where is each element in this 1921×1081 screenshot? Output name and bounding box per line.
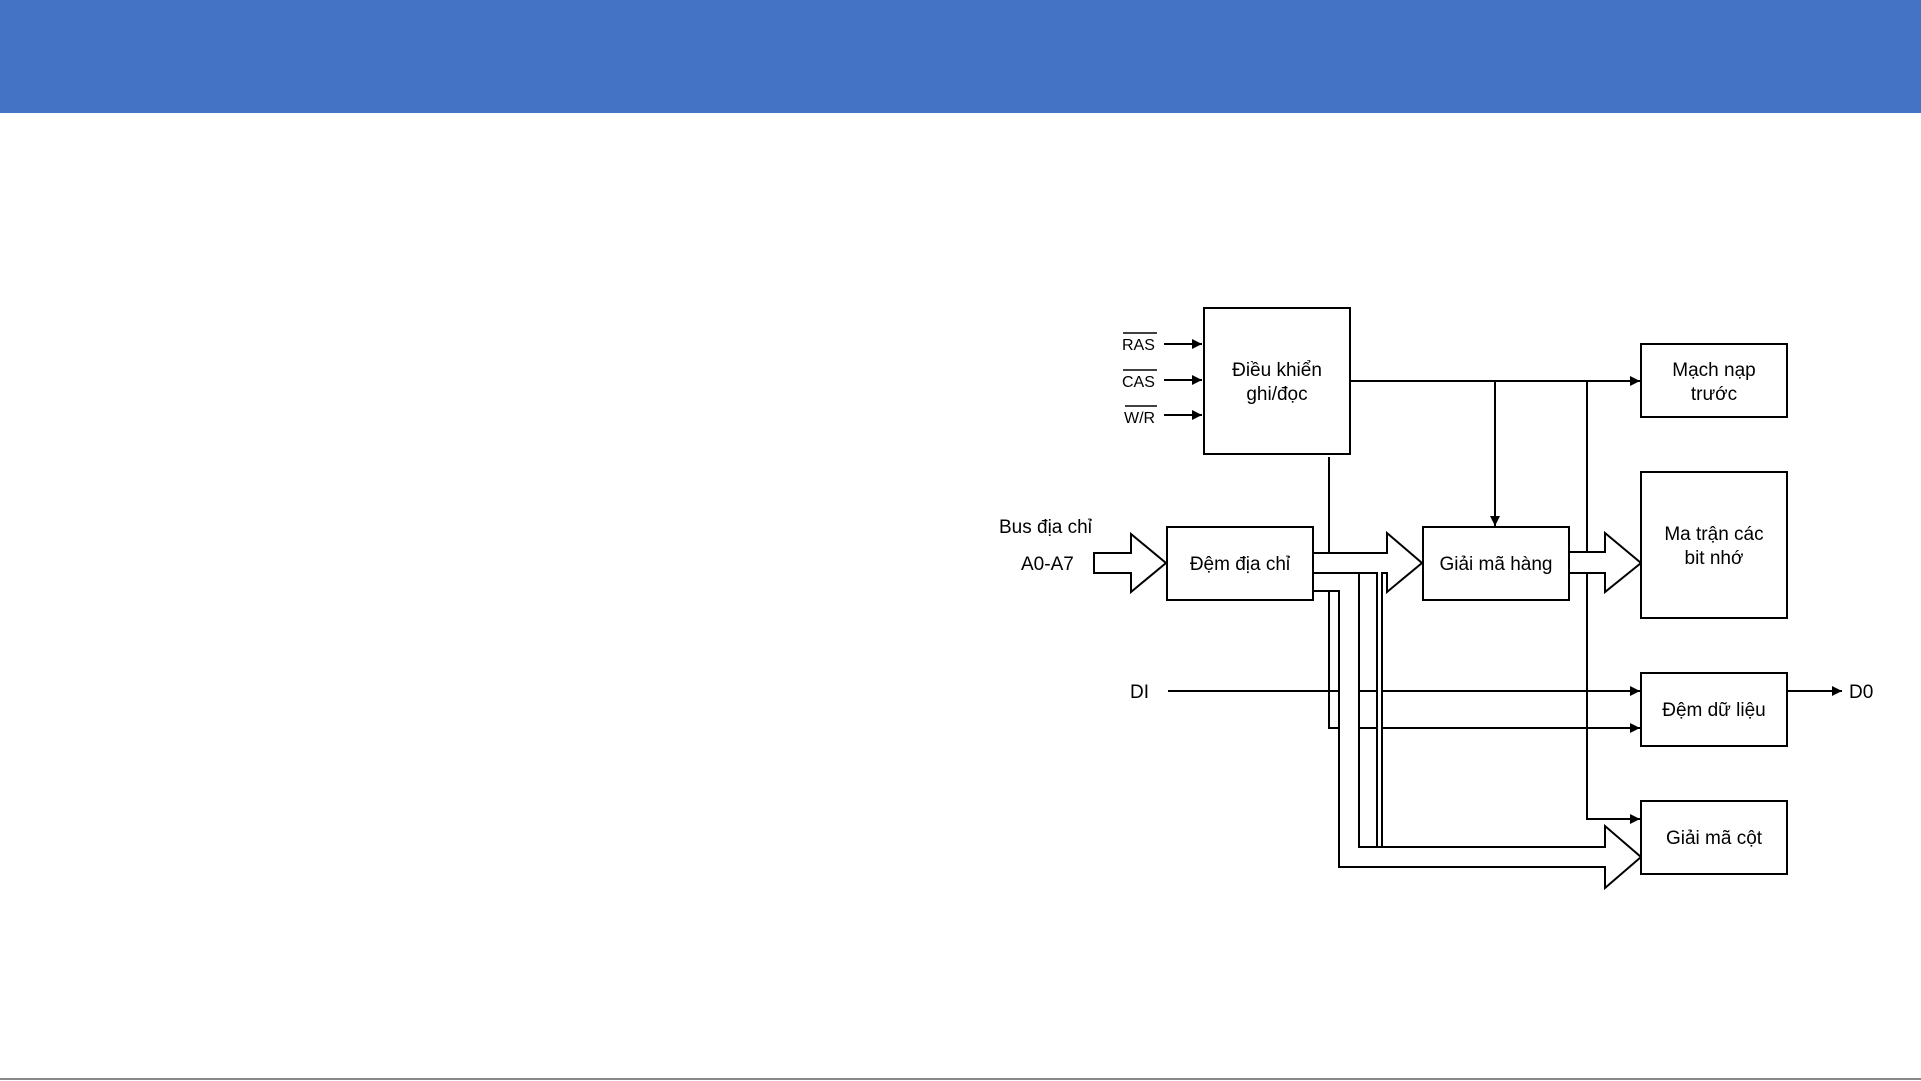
precharge-block-label-2: trước bbox=[1691, 384, 1737, 405]
column-decoder-label: Giải mã cột bbox=[1666, 828, 1763, 849]
address-bus-arrow bbox=[1094, 534, 1166, 592]
control-block-label-1: Điều khiển bbox=[1232, 360, 1322, 381]
wr-label: W/R bbox=[1124, 410, 1155, 427]
address-range-label: A0-A7 bbox=[1021, 554, 1074, 575]
ras-signal: RAS bbox=[1122, 333, 1202, 354]
cas-label: CAS bbox=[1122, 374, 1155, 391]
address-buffer-label: Đệm địa chỉ bbox=[1190, 554, 1291, 575]
data-in-label: DI bbox=[1130, 682, 1149, 703]
data-out-label: D0 bbox=[1849, 682, 1873, 703]
address-bus-label: Bus địa chỉ bbox=[999, 517, 1093, 538]
bit-matrix-block: Ma trận các bit nhớ bbox=[1641, 472, 1787, 618]
control-to-column-decoder-line bbox=[1587, 381, 1640, 819]
precharge-block-label-1: Mạch nạp bbox=[1672, 360, 1755, 381]
bit-matrix-label-1: Ma trận các bbox=[1664, 524, 1763, 545]
row-decoder-block: Giải mã hàng bbox=[1423, 527, 1569, 600]
cas-signal: CAS bbox=[1122, 370, 1202, 391]
precharge-block: Mạch nạp trước bbox=[1641, 344, 1787, 417]
bit-matrix-label-2: bit nhớ bbox=[1685, 548, 1744, 569]
ras-label: RAS bbox=[1122, 337, 1155, 354]
column-address-bus-arrow bbox=[1313, 571, 1641, 888]
wr-signal: W/R bbox=[1124, 406, 1202, 427]
address-buffer-block: Đệm địa chỉ bbox=[1167, 527, 1313, 600]
column-decoder-block: Giải mã cột bbox=[1641, 801, 1787, 874]
data-buffer-block: Đệm dữ liệu bbox=[1641, 673, 1787, 746]
data-buffer-label: Đệm dữ liệu bbox=[1662, 700, 1766, 721]
row-decoder-to-matrix-bus-arrow bbox=[1569, 533, 1641, 592]
control-block: Điều khiển ghi/đọc bbox=[1204, 308, 1350, 454]
row-decoder-label: Giải mã hàng bbox=[1439, 554, 1552, 575]
bottom-rule bbox=[0, 1078, 1921, 1080]
control-block-label-2: ghi/đọc bbox=[1246, 384, 1307, 405]
